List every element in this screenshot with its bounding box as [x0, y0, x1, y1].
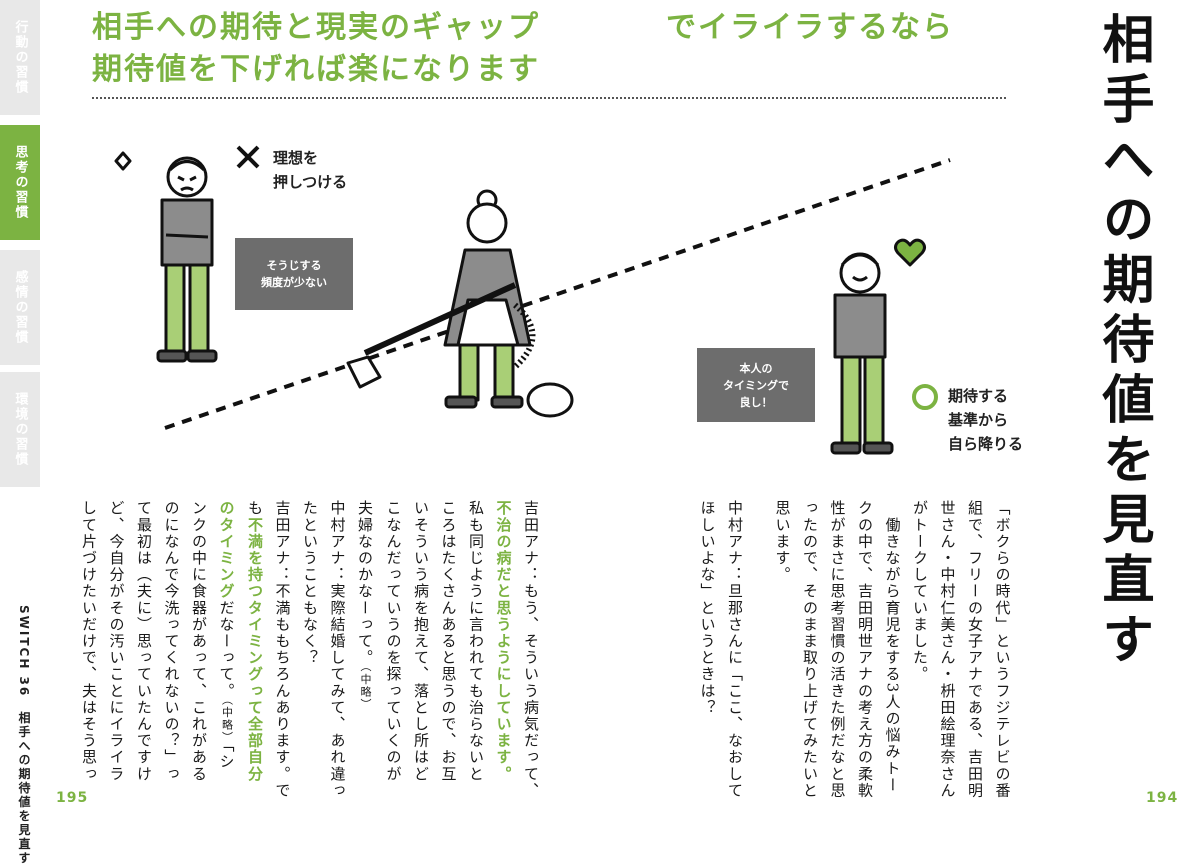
headline-line2: 期待値を下げれば楽になります — [92, 52, 540, 87]
page-number-right: 194 — [1146, 790, 1179, 806]
speech-bubble-right: 本人の タイミングで 良し！ — [697, 348, 815, 422]
tab-thinking: 思考の習慣 — [0, 125, 40, 240]
label-ok: 期待する 基準から 自ら降りる — [948, 387, 1024, 453]
tab-environment: 環境の習慣 — [0, 372, 40, 487]
switch-label: SWITCH 36 相手への期待値を見直す — [17, 605, 31, 865]
tab-action: 行動の習慣 — [0, 0, 40, 115]
body-right-dialogue: 中村アナ：旦那さんに「ここ、なおして ほしいよな」というときは？ — [698, 500, 745, 799]
headline-line1a: 相手への期待と現実のギャップ — [92, 10, 540, 45]
sparkle-icon — [114, 151, 132, 171]
body-right-paragraph: 「ボクらの時代」というフジテレビの番 組で、フリーの女子アナである、吉田明 世さ… — [773, 500, 1012, 799]
illustration — [114, 145, 951, 455]
page-number-left: 195 — [56, 790, 89, 806]
vacuuming-person — [346, 189, 574, 418]
body-left-dialogue: 吉田アナ：もう、そういう病気だって、 不治の病だと思うようにしています。 私も同… — [80, 500, 540, 799]
dashed-divider-line — [164, 158, 951, 430]
happy-person — [830, 238, 926, 455]
heart-icon — [894, 238, 926, 267]
circle-ok-icon — [912, 384, 938, 410]
label-ng: 理想を 押しつける — [273, 149, 348, 191]
headline-line1b: でイライラするなら — [666, 10, 954, 45]
frustrated-person — [114, 151, 218, 363]
headline-divider — [92, 97, 1006, 99]
cross-icon — [236, 145, 260, 169]
page-title: 相手への期待値を見直す — [1093, 12, 1153, 672]
tab-emotion: 感情の習慣 — [0, 250, 40, 365]
speech-bubble-left: そうじする 頻度が少ない — [235, 238, 353, 310]
